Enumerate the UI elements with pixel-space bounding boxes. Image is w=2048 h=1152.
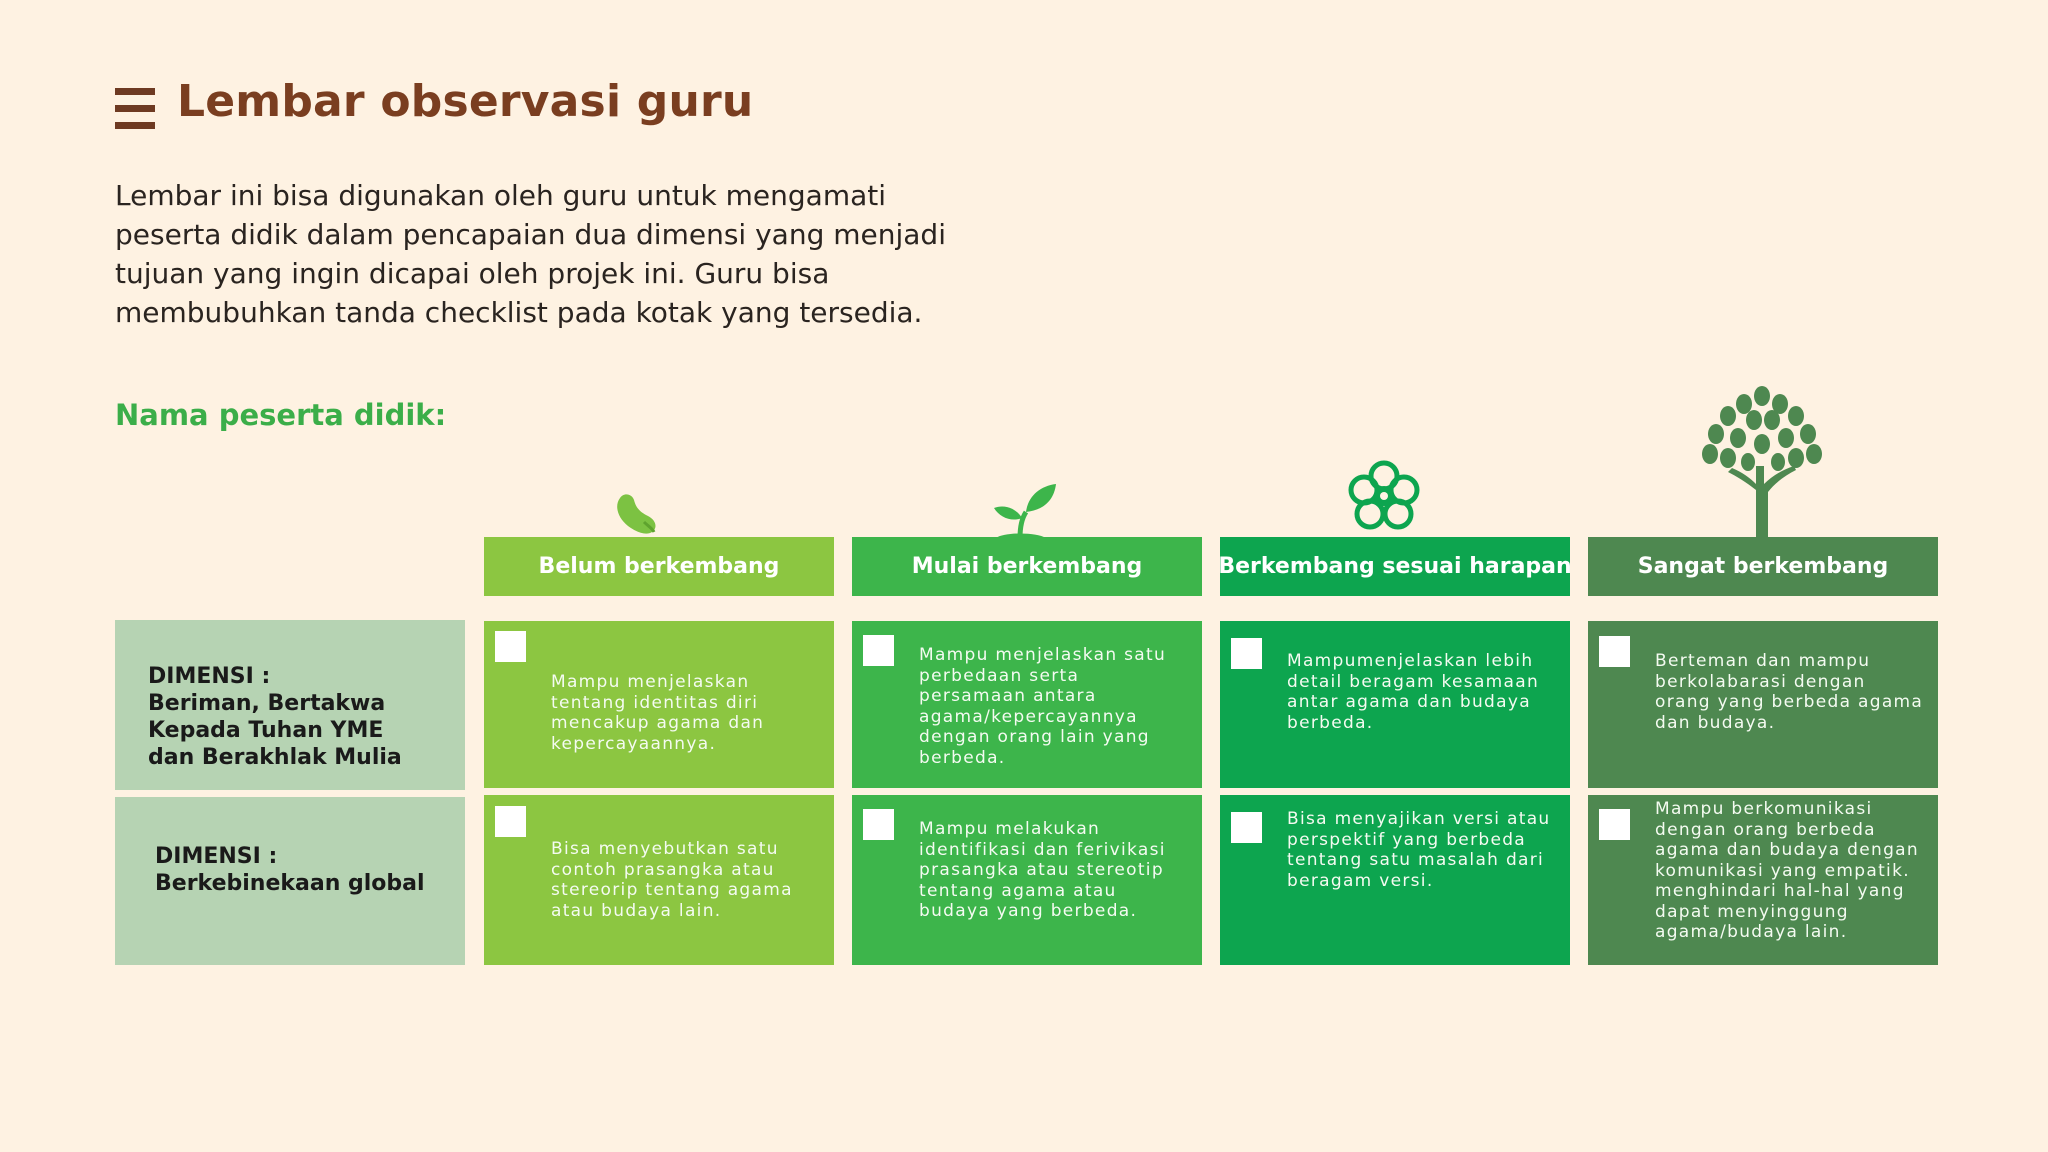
level-header-belum: Belum berkembang bbox=[484, 537, 834, 596]
rubric-cell: Bisa menyebutkan satu contoh prasangka a… bbox=[484, 795, 834, 965]
criterion-text: Mampumenjelaskan lebih detail beragam ke… bbox=[1287, 651, 1540, 733]
criterion-text: Mampu berkomunikasi dengan orang berbeda… bbox=[1655, 799, 1919, 942]
rubric-cell: Mampu menjelaskan satu perbedaan serta p… bbox=[852, 621, 1202, 788]
flower-icon bbox=[1348, 460, 1420, 530]
checkbox[interactable] bbox=[1231, 638, 1262, 669]
checkbox[interactable] bbox=[1599, 809, 1630, 840]
rubric-cell: Mampu menjelaskan tentang identitas diri… bbox=[484, 621, 834, 788]
criterion-text: Mampu menjelaskan satu perbedaan serta p… bbox=[919, 645, 1167, 768]
rubric-cell: Mampu berkomunikasi dengan orang berbeda… bbox=[1588, 795, 1938, 965]
checkbox[interactable] bbox=[863, 809, 894, 840]
bean-sprout-icon bbox=[617, 494, 656, 534]
rubric-cell: Bisa menyajikan versi atau perspektif ya… bbox=[1220, 795, 1570, 965]
page-title: Lembar observasi guru bbox=[177, 76, 754, 127]
rubric-cell: Berteman dan mampu berkolabarasi dengan … bbox=[1588, 621, 1938, 788]
checkbox[interactable] bbox=[1599, 636, 1630, 667]
checkbox[interactable] bbox=[495, 806, 526, 837]
checkbox[interactable] bbox=[863, 635, 894, 666]
criterion-text: Bisa menyebutkan satu contoh prasangka a… bbox=[551, 839, 793, 921]
level-header-sangat: Sangat berkembang bbox=[1588, 537, 1938, 596]
intro-paragraph: Lembar ini bisa digunakan oleh guru untu… bbox=[115, 179, 946, 329]
level-header-mulai: Mulai berkembang bbox=[852, 537, 1202, 596]
criterion-text: Berteman dan mampu berkolabarasi dengan … bbox=[1655, 651, 1924, 733]
rubric-cell: Mampumenjelaskan lebih detail beragam ke… bbox=[1220, 621, 1570, 788]
dimension-label-kebinekaan: DIMENSI : Berkebinekaan global bbox=[115, 797, 465, 965]
criterion-text: Mampu melakukan identifikasi dan ferivik… bbox=[919, 819, 1166, 921]
checkbox[interactable] bbox=[495, 631, 526, 662]
rubric-cell: Mampu melakukan identifikasi dan ferivik… bbox=[852, 795, 1202, 965]
criterion-text: Bisa menyajikan versi atau perspektif ya… bbox=[1287, 809, 1551, 891]
dimension-label-beriman: DIMENSI : Beriman, Bertakwa Kepada Tuhan… bbox=[115, 620, 465, 790]
tree-icon bbox=[1702, 386, 1822, 538]
student-name-label: Nama peserta didik: bbox=[115, 398, 447, 432]
level-header-sesuai-harapan: Berkembang sesuai harapan bbox=[1218, 537, 1572, 596]
seedling-icon bbox=[994, 484, 1056, 538]
criterion-text: Mampu menjelaskan tentang identitas diri… bbox=[551, 672, 765, 754]
checkbox[interactable] bbox=[1231, 812, 1262, 843]
menu-icon[interactable] bbox=[115, 88, 155, 130]
